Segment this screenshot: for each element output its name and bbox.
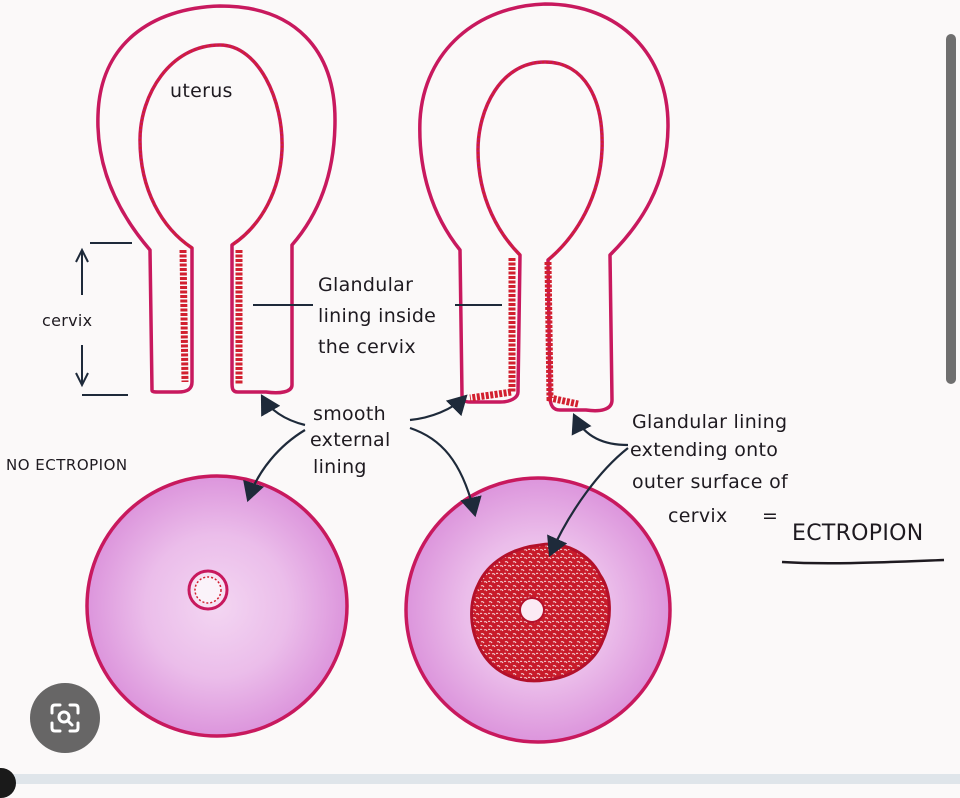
glandular-lining-right-inner-left (469, 258, 516, 402)
label-cervix: cervix (42, 311, 92, 330)
label-equals: = (762, 505, 778, 527)
ectropion-underline (781, 558, 945, 565)
label-glandular-extending-1: Glandular lining (632, 411, 787, 433)
lens-icon (50, 703, 80, 733)
bottom-bar (0, 774, 960, 784)
cervix-bracket (75, 242, 132, 396)
label-glandular-extending-2: extending onto (630, 439, 778, 461)
uterus-left-outline (96, 4, 337, 395)
label-uterus: uterus (170, 80, 233, 102)
glandular-lining-right-inner-right (544, 261, 579, 408)
ectropion-arrows (547, 413, 629, 558)
glandular-lining-left-inner-left (179, 249, 189, 383)
label-ectropion: ECTROPION (792, 521, 924, 546)
label-glandular-inside-1: Glandular (318, 274, 413, 296)
scrollbar[interactable] (946, 34, 956, 384)
uterus-right-outline (418, 2, 670, 413)
lens-button[interactable] (30, 683, 100, 753)
uterus-left (96, 4, 337, 395)
external-os-right (519, 597, 545, 623)
smooth-lining-arrows (243, 394, 482, 518)
label-glandular-inside-2: lining inside (318, 305, 436, 327)
label-glandular-inside-3: the cervix (318, 336, 416, 358)
label-smooth-3: lining (313, 456, 367, 478)
endometrium-right (476, 60, 604, 261)
cervix-disc-right (404, 476, 672, 744)
label-smooth-1: smooth (313, 403, 386, 425)
label-smooth-2: external (310, 429, 391, 451)
label-glandular-extending-3: outer surface of (632, 471, 789, 493)
label-no-ectropion: NO ECTROPION (6, 456, 128, 474)
cervix-disc-left (85, 474, 349, 738)
uterus-right (418, 2, 670, 413)
label-glandular-extending-4: cervix (668, 505, 728, 527)
